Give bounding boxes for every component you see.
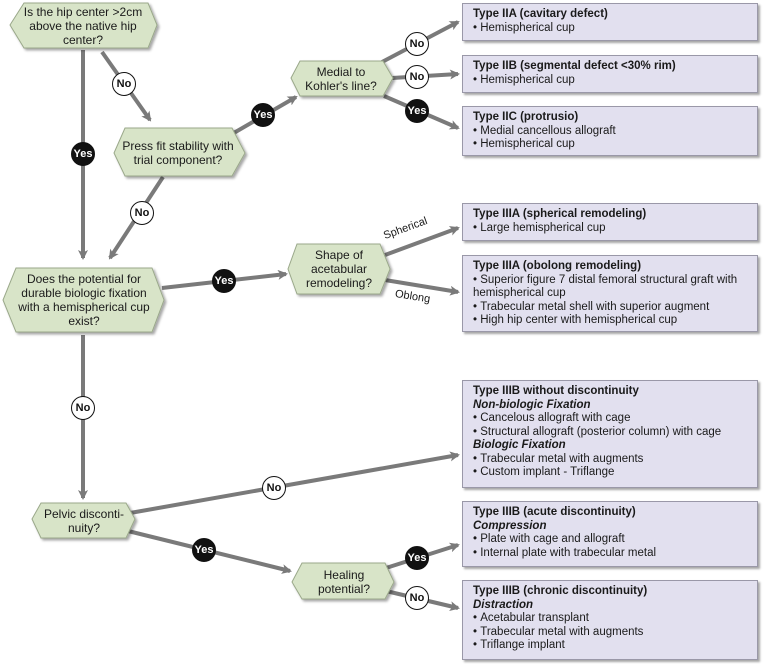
decision-healing-potential-label: Healing potential?	[317, 567, 371, 596]
outcome-item: Hemispherical cup	[473, 22, 751, 36]
outcome-title: Type IIB (segmental defect <30% rim)	[473, 60, 676, 72]
yes-badge: Yes	[405, 99, 429, 123]
outcome-subtitle: Compression	[473, 519, 547, 532]
outcome-item: Trabecular metal with augments	[473, 453, 751, 467]
outcome-type-iia: Type IIA (cavitary defect) Hemispherical…	[462, 3, 758, 41]
outcome-title: Type IIIA (spherical remodeling)	[473, 208, 647, 220]
no-badge: No	[405, 65, 429, 89]
decision-medial-kohler-label: Medial to Kohler's line?	[305, 65, 377, 93]
outcome-type-iic: Type IIC (protrusio) Medial cancellous a…	[462, 106, 758, 156]
decision-hip-center	[9, 2, 158, 49]
outcome-item: Trabecular metal shell with superior aug…	[473, 301, 751, 315]
no-badge: No	[405, 586, 429, 610]
outcome-item: Acetabular transplant	[473, 612, 751, 626]
outcome-type-iiia-spherical: Type IIIA (spherical remodeling) Large h…	[462, 203, 758, 241]
outcome-title: Type IIIA (obolong remodeling)	[473, 260, 642, 272]
decision-pelvic-discontinuity	[31, 502, 136, 539]
decision-shape-remodeling-label: Shape of acetabular remodeling?	[305, 248, 373, 290]
decision-hip-center-label: Is the hip center >2cm above the native …	[23, 5, 143, 47]
outcome-item: Trabecular metal with augments	[473, 626, 751, 640]
outcome-title: Type IIIB (chronic discontinuity)	[473, 585, 648, 597]
arrow-shape-spherical-to-iiia	[384, 226, 460, 257]
yes-badge: Yes	[71, 142, 95, 166]
outcome-type-iiib-chronic: Type IIIB (chronic discontinuity) Distra…	[462, 580, 758, 660]
outcome-item: Hemispherical cup	[473, 74, 751, 88]
outcome-type-iiib-without-discontinuity: Type IIIB without discontinuity Non-biol…	[462, 380, 758, 488]
arrow-pelvic-no-to-iiib	[129, 451, 460, 515]
outcome-item: Custom implant - Triflange	[473, 466, 751, 480]
decision-pelvic-discontinuity-label: Pelvic disconti-nuity?	[43, 507, 125, 535]
outcome-subtitle: Distraction	[473, 598, 534, 611]
outcome-subtitle: Biologic Fixation	[473, 439, 566, 451]
outcome-item: Cancelous allograft with cage	[473, 412, 751, 426]
decision-healing-potential	[291, 562, 395, 600]
no-badge: No	[71, 396, 95, 420]
outcome-subtitle: Non-biologic Fixation	[473, 398, 591, 411]
outcome-item: Internal plate with trabecular metal	[473, 547, 751, 561]
outcome-item: Structural allograft (posterior column) …	[473, 426, 751, 440]
yes-badge: Yes	[405, 546, 429, 570]
decision-shape-remodeling	[287, 243, 391, 295]
outcome-type-iib: Type IIB (segmental defect <30% rim) Hem…	[462, 55, 758, 93]
decision-durable-fixation	[2, 267, 165, 333]
no-badge: No	[262, 476, 286, 500]
decision-durable-fixation-label: Does the potential for durable biologic …	[18, 272, 150, 328]
no-badge: No	[112, 72, 136, 96]
outcome-type-iiia-oblong: Type IIIA (obolong remodeling) Superior …	[462, 255, 758, 332]
outcome-title: Type IIA (cavitary defect)	[473, 8, 608, 20]
outcome-title: Type IIIB without discontinuity	[473, 385, 639, 397]
yes-badge: Yes	[192, 538, 216, 562]
outcome-title: Type IIIB (acute discontinuity)	[473, 506, 636, 518]
outcome-title: Type IIC (protrusio)	[473, 111, 579, 123]
outcome-item: Plate with cage and allograft	[473, 533, 751, 547]
decision-medial-kohler	[290, 60, 394, 97]
yes-badge: Yes	[212, 269, 236, 293]
outcome-type-iiib-acute: Type IIIB (acute discontinuity) Compress…	[462, 501, 758, 567]
outcome-item: Medial cancellous allograft	[473, 125, 751, 139]
no-badge: No	[405, 32, 429, 56]
outcome-item: Superior figure 7 distal femoral structu…	[473, 274, 751, 301]
decision-press-fit	[113, 127, 246, 177]
decision-press-fit-label: Press fit stability with trial component…	[122, 139, 234, 167]
outcome-item: Triflange implant	[473, 639, 751, 653]
outcome-item: Large hemispherical cup	[473, 222, 751, 236]
yes-badge: Yes	[251, 103, 275, 127]
outcome-item: Hemispherical cup	[473, 138, 751, 152]
arrow-shape-oblong-to-iiia	[384, 278, 460, 296]
outcome-item: High hip center with hemispherical cup	[473, 314, 751, 328]
no-badge: No	[130, 201, 154, 225]
